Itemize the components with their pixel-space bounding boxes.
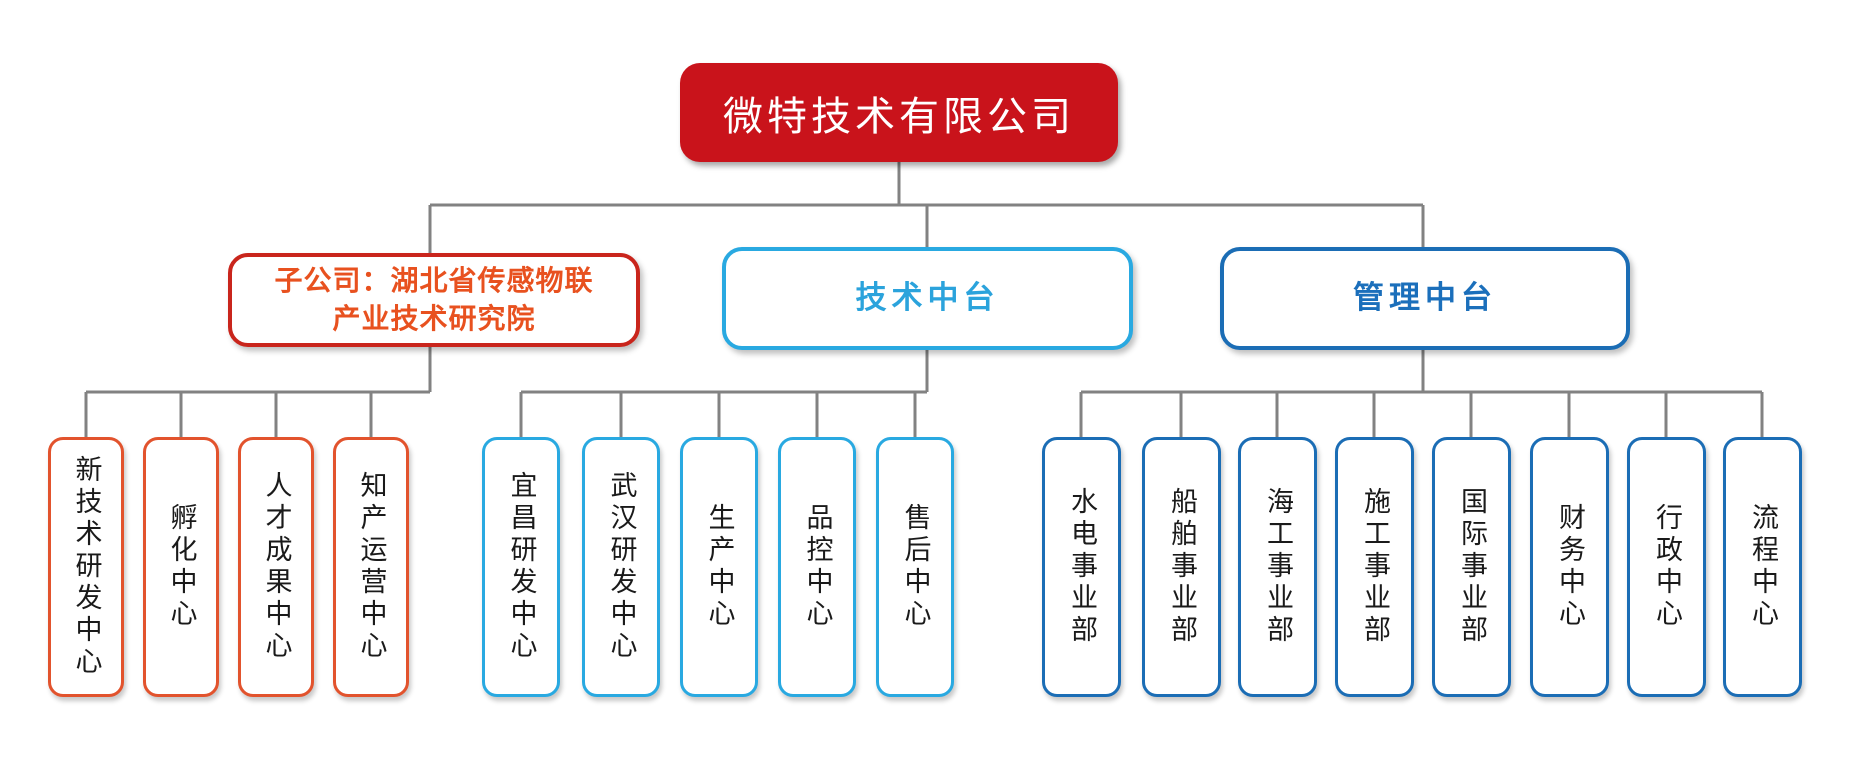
leaf-label: 品控中心 [801, 503, 833, 631]
node-hydropower-division: 水电事业部 [1042, 437, 1121, 697]
leaf-label: 新技术研发中心 [70, 455, 102, 679]
leaf-label: 海工事业部 [1262, 487, 1293, 647]
node-yichang-rd-center: 宜昌研发中心 [482, 437, 560, 697]
node-incubation-center: 孵化中心 [143, 437, 219, 697]
node-international-division: 国际事业部 [1432, 437, 1511, 697]
node-production-center: 生产中心 [680, 437, 758, 697]
node-wuhan-rd-center: 武汉研发中心 [582, 437, 660, 697]
node-construction-division: 施工事业部 [1335, 437, 1414, 697]
company-name-label: 微特技术有限公司 [723, 93, 1075, 140]
node-quality-control-center: 品控中心 [778, 437, 856, 697]
leaf-label: 流程中心 [1747, 503, 1778, 631]
leaf-label: 财务中心 [1554, 503, 1585, 631]
leaf-label: 售后中心 [899, 503, 931, 631]
node-tech-platform: 技术中台 [722, 247, 1133, 350]
leaf-label: 知产运营中心 [355, 471, 387, 663]
subsidiary-label: 子公司：湖北省传感物联 产业技术研究院 [274, 264, 594, 335]
node-process-center: 流程中心 [1723, 437, 1802, 697]
leaf-label: 国际事业部 [1456, 487, 1487, 647]
leaf-label: 孵化中心 [165, 503, 197, 631]
node-new-tech-rd-center: 新技术研发中心 [48, 437, 124, 697]
leaf-label: 施工事业部 [1359, 487, 1390, 647]
management-platform-label: 管理中台 [1353, 279, 1497, 316]
leaf-label: 行政中心 [1651, 503, 1682, 631]
node-subsidiary-institute: 子公司：湖北省传感物联 产业技术研究院 [228, 253, 640, 347]
node-management-platform: 管理中台 [1220, 247, 1630, 350]
node-after-sales-center: 售后中心 [876, 437, 954, 697]
node-administration-center: 行政中心 [1627, 437, 1706, 697]
node-finance-center: 财务中心 [1530, 437, 1609, 697]
tech-platform-label: 技术中台 [855, 279, 1000, 316]
node-company-root: 微特技术有限公司 [680, 63, 1118, 162]
node-ship-division: 船舶事业部 [1142, 437, 1221, 697]
node-talent-achievements-center: 人才成果中心 [238, 437, 314, 697]
leaf-label: 船舶事业部 [1166, 487, 1197, 647]
leaf-label: 人才成果中心 [260, 471, 292, 663]
node-offshore-division: 海工事业部 [1238, 437, 1317, 697]
node-ip-operations-center: 知产运营中心 [333, 437, 409, 697]
leaf-label: 宜昌研发中心 [505, 471, 537, 663]
leaf-label: 武汉研发中心 [605, 471, 637, 663]
leaf-label: 水电事业部 [1066, 487, 1097, 647]
leaf-label: 生产中心 [703, 503, 735, 631]
